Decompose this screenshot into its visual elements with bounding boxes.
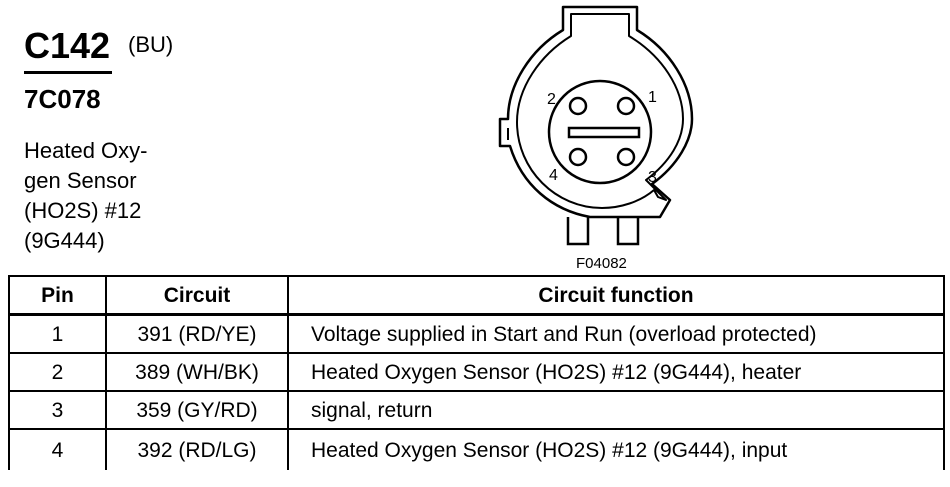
cell-pin: 3 xyxy=(8,390,107,430)
description-line: (HO2S) #12 xyxy=(24,198,142,223)
cell-circuit: 391 (RD/YE) xyxy=(105,313,289,354)
description-line: gen Sensor xyxy=(24,168,137,193)
cell-circuit: 359 (GY/RD) xyxy=(105,390,289,430)
pin-label-2: 2 xyxy=(547,91,556,108)
table-row: 3 359 (GY/RD) signal, return xyxy=(8,390,945,430)
cell-pin: 4 xyxy=(8,428,107,470)
pin-label-1: 1 xyxy=(648,89,657,106)
cell-circuit: 392 (RD/LG) xyxy=(105,428,289,470)
header-circuit-function: Circuit function xyxy=(287,275,945,316)
table-row: 2 389 (WH/BK) Heated Oxygen Sensor (HO2S… xyxy=(8,352,945,392)
cell-circuit: 389 (WH/BK) xyxy=(105,352,289,392)
pin-label-4: 4 xyxy=(549,167,558,184)
connector-id: C142 xyxy=(24,25,111,66)
connector-face-diagram: 2 1 4 3 xyxy=(498,5,694,246)
table-row: 1 391 (RD/YE) Voltage supplied in Start … xyxy=(8,313,945,354)
terminal-leg-left xyxy=(566,217,590,246)
key-bar xyxy=(567,126,641,139)
connector-housing-inner xyxy=(516,13,684,209)
description-line: (9G444) xyxy=(24,228,105,253)
cell-pin: 1 xyxy=(8,313,107,354)
pin-cavity-1 xyxy=(616,96,636,116)
pin-cavity-3 xyxy=(616,147,636,167)
figure-id: F04082 xyxy=(576,255,627,272)
table-row: 4 392 (RD/LG) Heated Oxygen Sensor (HO2S… xyxy=(8,428,945,470)
header-pin: Pin xyxy=(8,275,107,316)
connector-housing-outline xyxy=(498,5,694,219)
cell-circuit-function: Heated Oxygen Sensor (HO2S) #12 (9G444),… xyxy=(287,352,945,392)
pinout-table: Pin Circuit Circuit function 1 391 (RD/Y… xyxy=(8,275,945,470)
connector-color-code: (BU) xyxy=(128,32,174,57)
cell-pin: 2 xyxy=(8,352,107,392)
component-description: Heated Oxy- gen Sensor (HO2S) #12 (9G444… xyxy=(24,136,148,256)
title-underline xyxy=(24,71,112,74)
part-number: 7C078 xyxy=(24,84,101,114)
cell-circuit-function: Voltage supplied in Start and Run (overl… xyxy=(287,313,945,354)
connector-face xyxy=(547,79,653,185)
header-circuit: Circuit xyxy=(105,275,289,316)
cell-circuit-function: Heated Oxygen Sensor (HO2S) #12 (9G444),… xyxy=(287,428,945,470)
table-header-row: Pin Circuit Circuit function xyxy=(8,275,945,316)
pin-label-3: 3 xyxy=(648,169,657,186)
description-line: Heated Oxy- xyxy=(24,138,148,163)
pin-cavity-2 xyxy=(568,96,588,116)
terminal-leg-right xyxy=(616,217,640,246)
pin-cavity-4 xyxy=(568,147,588,167)
cell-circuit-function: signal, return xyxy=(287,390,945,430)
